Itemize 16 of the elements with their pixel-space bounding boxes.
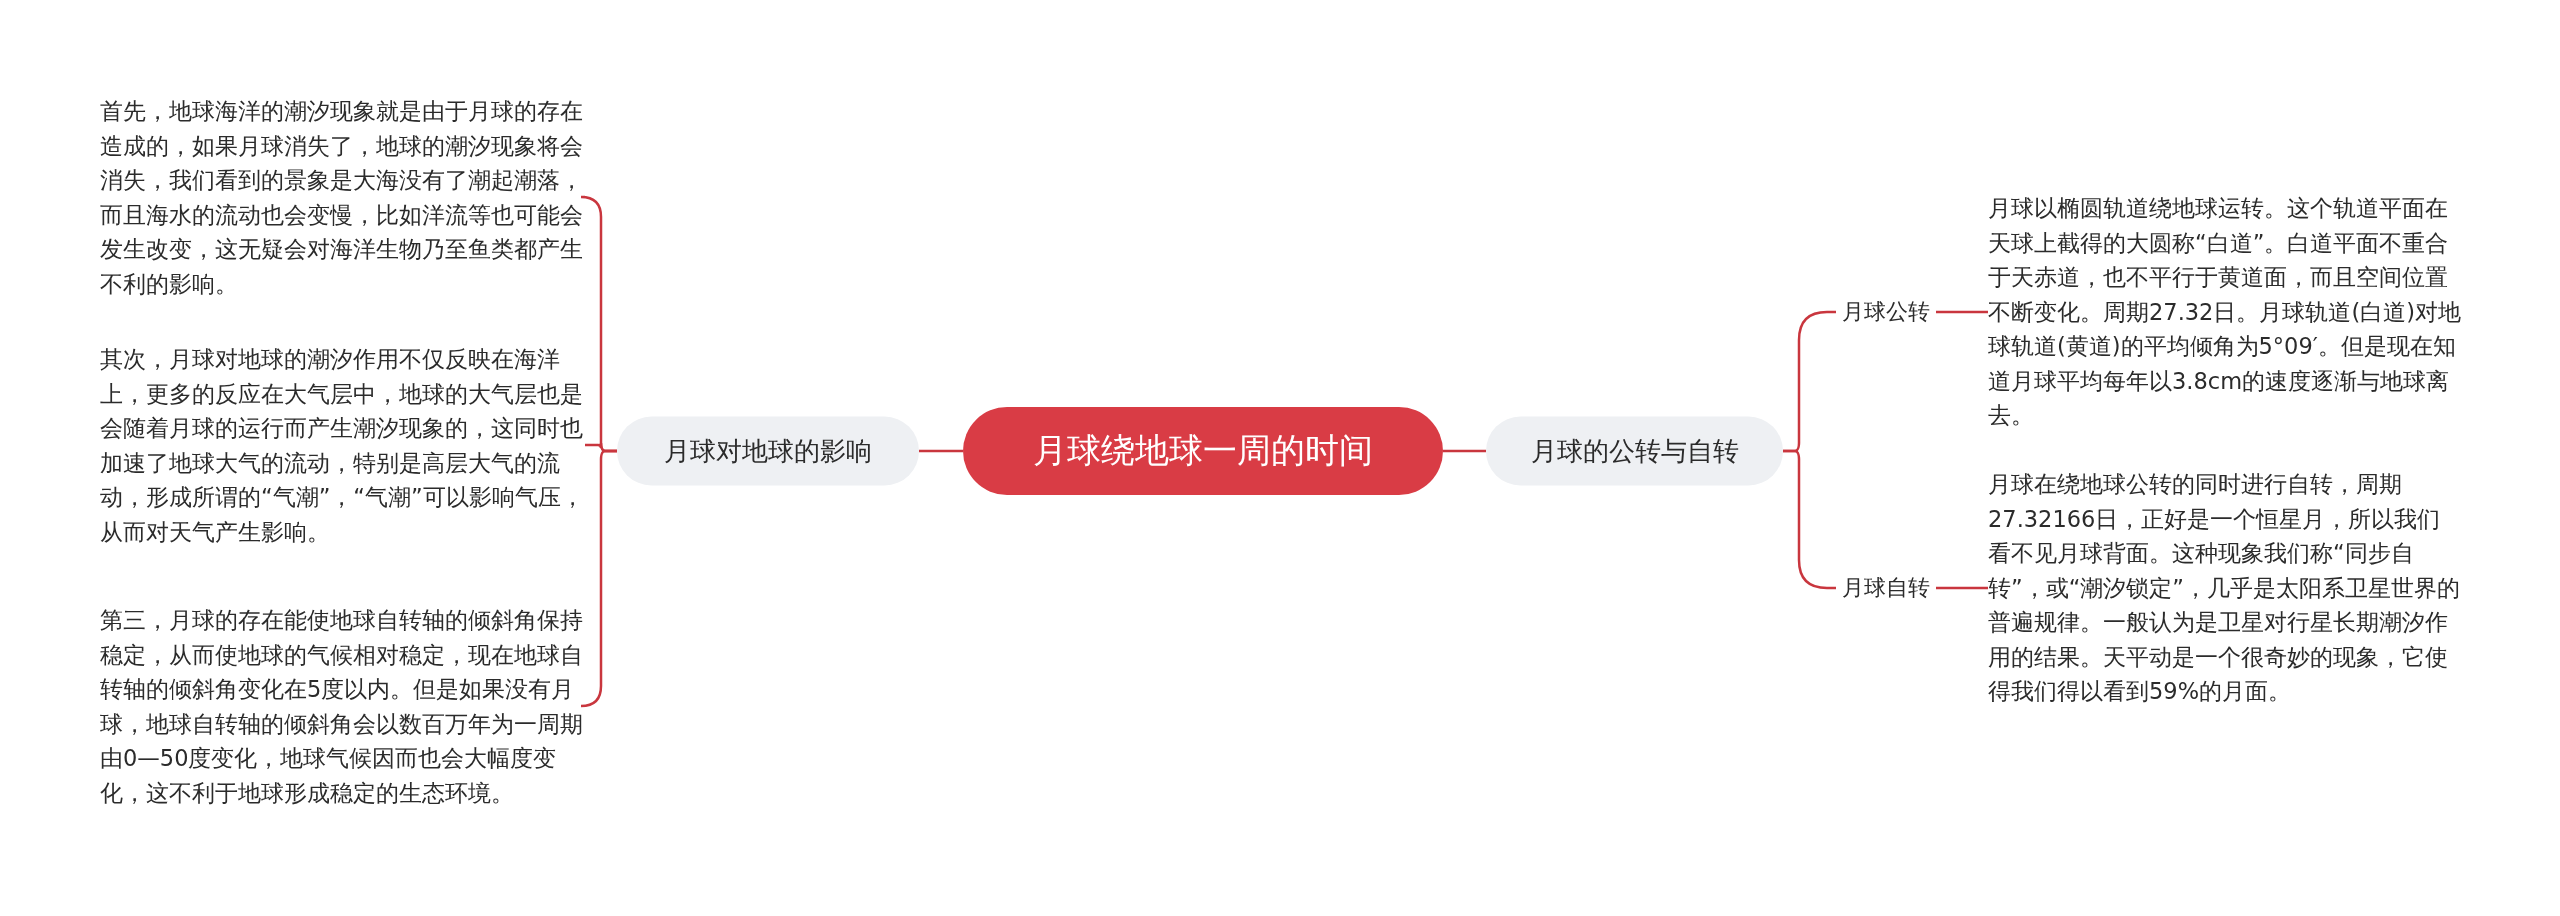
paragraph-text: 首先，地球海洋的潮汐现象就是由于月球的存在造成的，如果月球消失了，地球的潮汐现象将会消失，我们看到的景象是大海没有了潮起潮落，而且海水的流动也会变慢，比如洋流等也可能会发生改变，这无疑会对海洋生物乃至鱼类都产生不利的影响。 — [100, 96, 584, 298]
connector-line — [1443, 449, 1486, 453]
paragraph-text: 第三，月球的存在能使地球自转轴的倾斜角保持稳定，从而使地球的气候相对稳定，现在地球自转轴的倾斜角变化在5度以内。但是如果没有月球，地球自转轴的倾斜角会以数百万年为一周期由0—50度变化，地球气候因而也会大幅度变化，这不利于地球形成稳定的生态环境。 — [100, 605, 584, 807]
paragraph-text: 月球以椭圆轨道绕地球运转。这个轨道平面在天球上截得的大圆称“白道”。白道平面不重合于天赤道，也不平行于黄道面，而且空间位置不断变化。周期27.32日。月球轨道(白道)对地球轨道(黄道)的平均倾角为5°09′。但是现在知道月球平均每年以3.8cm的速度逐渐与地球离去。 — [1988, 194, 2462, 431]
connector-line — [1936, 310, 1988, 314]
subtopic-label: 月球自转 — [1842, 574, 1930, 602]
connector-line — [1783, 449, 1836, 590]
branch-topic: 月球对地球的影响 — [617, 416, 919, 486]
subtopic-label: 月球公转 — [1842, 298, 1930, 326]
connector-line — [579, 449, 617, 708]
connector-line — [919, 449, 963, 453]
paragraph-text: 月球在绕地球公转的同时进行自转，周期27.32166日，正好是一个恒星月，所以我们看不见月球背面。这种现象我们称“同步自转”，或“潮汐锁定”，几乎是太阳系卫星世界的普遍规律。一般认为是卫星对行星长期潮汐作用的结果。天平动是一个很奇妙的现象，它使得我们得以看到59%的月面。 — [1988, 470, 2461, 707]
branch-topic: 月球的公转与自转 — [1486, 416, 1783, 486]
connector-line — [1936, 586, 1988, 590]
paragraph-text: 其次，月球对地球的潮汐作用不仅反映在海洋上，更多的反应在大气层中，地球的大气层也是会随着月球的运行而产生潮汐现象的，这同时也加速了地球大气的流动，特别是高层大气的流动，形成所谓的“气潮”，“气潮”可以影响气压，从而对天气产生影响。 — [100, 344, 585, 546]
central-topic: 月球绕地球一周的时间 — [963, 407, 1443, 495]
